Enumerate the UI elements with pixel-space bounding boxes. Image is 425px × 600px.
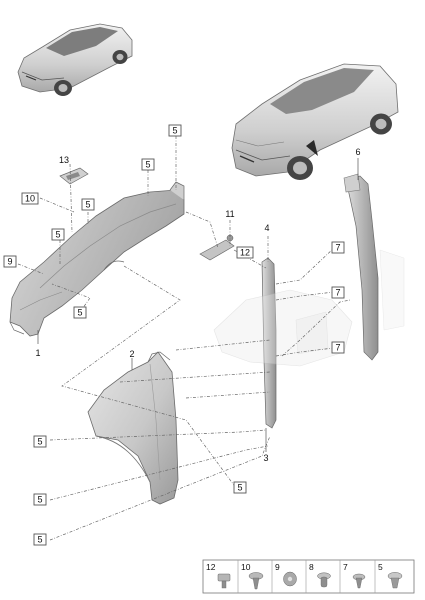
callout-7-c: 7 bbox=[331, 341, 345, 354]
callout-label: 5 bbox=[37, 495, 42, 505]
callout-5-i: 5 bbox=[33, 533, 47, 546]
callout-label: 5 bbox=[172, 126, 177, 136]
label-2: 2 bbox=[129, 349, 134, 359]
callout-label: 9 bbox=[7, 257, 12, 267]
legend-label: 7 bbox=[343, 562, 348, 572]
callout-label: 5 bbox=[145, 160, 150, 170]
callout-9: 9 bbox=[3, 255, 17, 268]
legend-label: 10 bbox=[241, 562, 251, 572]
callout-label: 7 bbox=[335, 243, 340, 253]
callout-label: 5 bbox=[37, 437, 42, 447]
fastener-12-icon bbox=[217, 573, 231, 589]
callout-label: 5 bbox=[237, 483, 242, 493]
callout-5-g: 5 bbox=[233, 481, 247, 494]
callout-5-top: 5 bbox=[168, 124, 182, 137]
car-overview-small bbox=[17, 23, 133, 96]
fastener-7-icon bbox=[352, 573, 366, 589]
label-11: 11 bbox=[225, 209, 234, 219]
callout-label: 5 bbox=[77, 308, 82, 318]
part-13-bracket bbox=[59, 167, 89, 185]
callout-label: 5 bbox=[55, 230, 60, 240]
callout-label: 12 bbox=[240, 248, 250, 258]
part-6-strip bbox=[343, 173, 379, 361]
part-11-clip bbox=[199, 234, 235, 261]
leader-lines bbox=[17, 136, 359, 541]
callout-5-c: 5 bbox=[81, 198, 95, 211]
callout-10: 10 bbox=[21, 192, 39, 205]
label-13: 13 bbox=[59, 155, 69, 165]
callout-5-f: 5 bbox=[33, 435, 47, 448]
callout-label: 10 bbox=[25, 194, 35, 204]
faded-body-structure bbox=[213, 249, 405, 367]
fastener-5-icon bbox=[387, 572, 403, 589]
part-4-bracket bbox=[261, 257, 277, 429]
legend-label: 5 bbox=[378, 562, 383, 572]
fastener-legend: 12 10 9 8 7 5 bbox=[202, 559, 415, 594]
callout-5-h: 5 bbox=[33, 493, 47, 506]
callout-7-b: 7 bbox=[331, 286, 345, 299]
part-1-wheelhouse-liner bbox=[9, 181, 185, 337]
callout-5-b: 5 bbox=[141, 158, 155, 171]
callout-12: 12 bbox=[236, 246, 254, 259]
part-2-fender bbox=[87, 351, 179, 505]
callout-5-e: 5 bbox=[73, 306, 87, 319]
label-4: 4 bbox=[264, 223, 269, 233]
callout-label: 5 bbox=[37, 535, 42, 545]
callout-5-d: 5 bbox=[51, 228, 65, 241]
label-1: 1 bbox=[35, 348, 40, 358]
fastener-8-icon bbox=[317, 572, 331, 588]
legend-label: 12 bbox=[206, 562, 216, 572]
label-6: 6 bbox=[355, 147, 360, 157]
fastener-10-icon bbox=[248, 572, 264, 590]
callout-label: 7 bbox=[335, 288, 340, 298]
legend-label: 9 bbox=[275, 562, 280, 572]
label-3: 3 bbox=[263, 453, 268, 463]
callout-label: 7 bbox=[335, 343, 340, 353]
callout-7-a: 7 bbox=[331, 241, 345, 254]
legend-label: 8 bbox=[309, 562, 314, 572]
car-overview-large bbox=[231, 63, 399, 180]
callout-label: 5 bbox=[85, 200, 90, 210]
fastener-9-icon bbox=[283, 571, 297, 587]
